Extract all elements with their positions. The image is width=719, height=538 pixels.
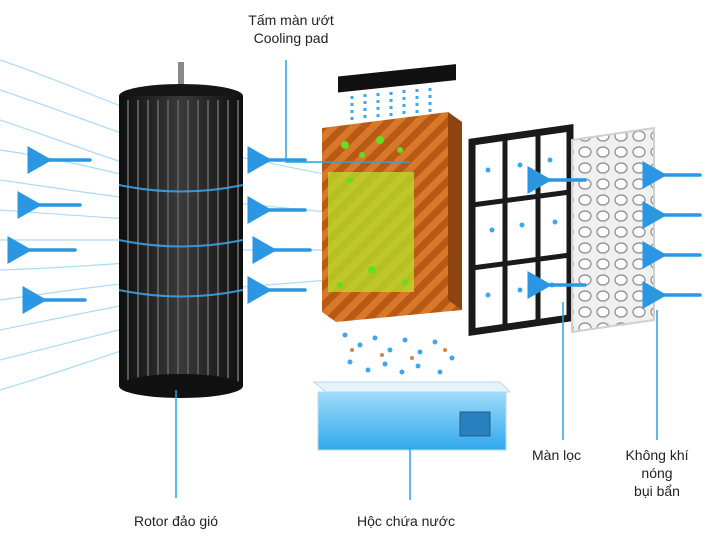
rotor-label: Rotor đảo gió <box>134 513 219 529</box>
cooling-pad-label-en: Cooling pad <box>253 30 329 46</box>
filter-frame <box>468 123 574 337</box>
dust-screen <box>571 126 655 334</box>
hot-air-label-line3: bụi bẩn <box>634 483 680 499</box>
hot-air-label-line2: nóng <box>641 465 673 481</box>
water-tank <box>312 381 512 451</box>
hot-air-label-line1: Không khí <box>625 447 689 463</box>
leader-lines <box>175 60 658 500</box>
water-tank-label: Hộc chứa nước <box>357 513 455 529</box>
cooling-pad <box>322 112 462 322</box>
rotor-fan <box>118 62 244 398</box>
cooling-pad-label-vi: Tấm màn ướt <box>248 12 334 28</box>
cool-air-arrows <box>7 146 312 314</box>
water-distributor <box>338 64 456 124</box>
hot-air-label: Không khí nóng bụi bẩn <box>616 446 698 500</box>
hot-air-arrows <box>527 161 702 309</box>
cooling-pad-label: Tấm màn ướt Cooling pad <box>246 11 336 47</box>
water-drops <box>342 332 455 375</box>
filter-label: Màn lọc <box>532 447 582 463</box>
